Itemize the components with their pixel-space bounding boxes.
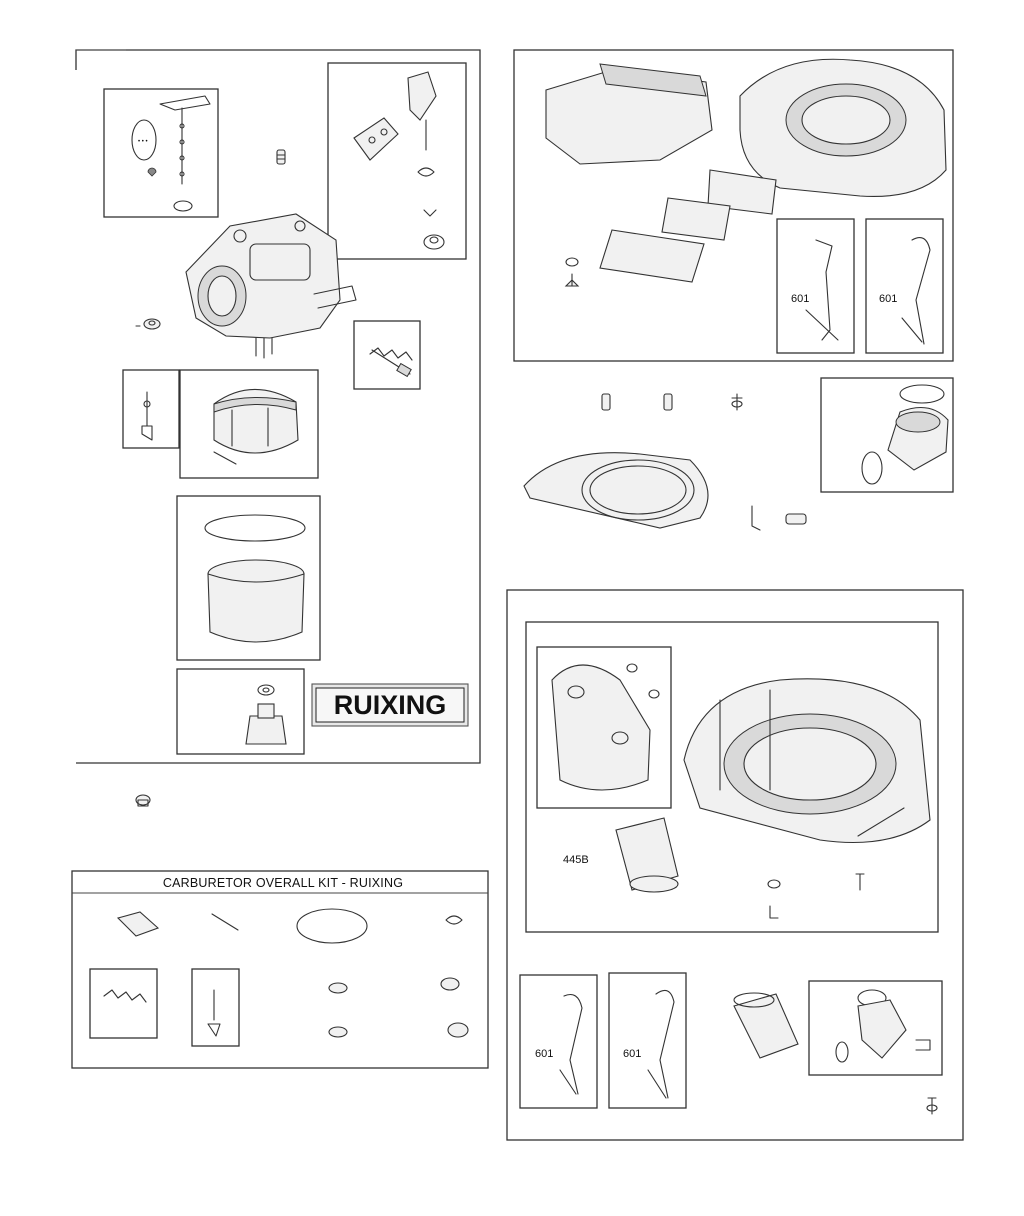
bracket-box-a: 601	[776, 218, 855, 354]
kit-spring	[445, 915, 463, 925]
air-filter-element	[599, 197, 731, 283]
linkage-parts-box	[327, 62, 467, 260]
kit-gasket	[116, 911, 160, 937]
filter-label: 445B	[563, 854, 589, 866]
cover-box	[536, 646, 672, 809]
bracket-label-c: 601	[535, 1048, 553, 1060]
kit-bowl-gasket	[296, 908, 368, 944]
float-box	[179, 369, 319, 479]
loose-nut	[135, 794, 151, 807]
brand-label: RUIXING	[311, 683, 469, 727]
kit-pin	[211, 913, 239, 931]
bracket-box-b: 601	[865, 218, 944, 354]
blower-housing-panel: 601 601	[513, 49, 954, 362]
bracket-screw	[751, 505, 807, 531]
bracket-box-d: 601	[608, 972, 687, 1109]
intake-elbow-box	[820, 377, 954, 493]
blower-housing	[739, 58, 947, 198]
alternate-assembly-panel: 445B 601 601	[506, 589, 964, 1141]
float-needle-box	[122, 369, 180, 449]
elbow-box-alt	[808, 980, 943, 1076]
filter-cup	[733, 992, 799, 1059]
svg-text:• • •: • • •	[138, 139, 148, 145]
kit-washer-b	[328, 1026, 348, 1038]
carburetor-kit-panel: CARBURETOR OVERALL KIT - RUIXING	[71, 870, 489, 1069]
base-plate	[523, 452, 709, 529]
choke-parts-box: • • •	[103, 88, 219, 218]
kit-seal-a	[440, 977, 460, 991]
filter-element: 445B	[563, 817, 679, 893]
carburetor-body	[185, 213, 357, 359]
carburetor-panel: • • •	[75, 49, 481, 764]
jet-screw	[276, 149, 286, 165]
bracket-box-c: 601	[519, 974, 598, 1109]
bowl-box	[176, 495, 321, 661]
housing-screw	[564, 257, 580, 287]
kit-washer-a	[328, 982, 348, 994]
alt-bolt	[926, 1097, 938, 1115]
kit-title: CARBURETOR OVERALL KIT - RUIXING	[163, 876, 403, 890]
bowl-nut-box	[176, 668, 305, 755]
alt-screws	[767, 873, 865, 919]
kit-seal-b	[447, 1022, 469, 1038]
bracket-label-a: 601	[791, 293, 809, 305]
baffle-plate	[707, 169, 777, 215]
housing-alt	[683, 678, 931, 844]
mount-nut	[135, 318, 161, 330]
kit-idle-screw	[103, 989, 147, 1003]
bracket-label-b: 601	[879, 293, 897, 305]
air-cleaner-cover	[545, 63, 713, 165]
screws-row	[601, 393, 743, 411]
idle-screw-box	[353, 320, 421, 390]
brand-label-text: RUIXING	[334, 690, 447, 720]
bracket-label-d: 601	[623, 1048, 641, 1060]
